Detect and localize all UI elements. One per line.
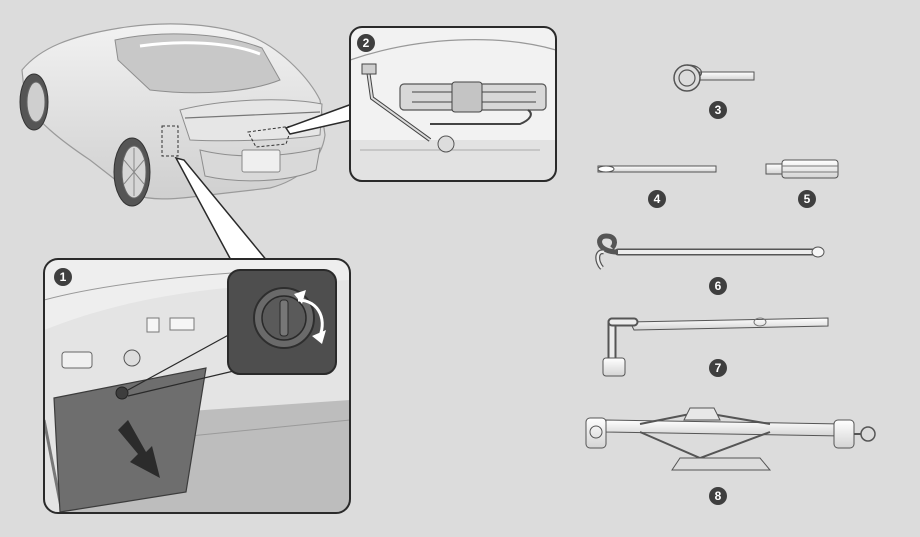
callout-7: 7 — [709, 359, 727, 377]
callout-1: 1 — [54, 268, 72, 286]
panel-1-trunk-cover — [43, 258, 351, 514]
scissor-jack-part — [585, 407, 876, 471]
handle-part — [765, 159, 839, 179]
hook-rod-part — [595, 233, 825, 270]
towing-eye-part — [673, 64, 755, 92]
car-illustration — [19, 23, 326, 207]
callout-4: 4 — [648, 190, 666, 208]
callout-6: 6 — [709, 277, 727, 295]
callout-3: 3 — [709, 101, 727, 119]
callout-5: 5 — [798, 190, 816, 208]
callout-8: 8 — [709, 487, 727, 505]
callout-2: 2 — [357, 34, 375, 52]
lug-wrench-part — [602, 317, 829, 377]
wheel-nut-wrench-rod-part — [597, 165, 717, 173]
panel-2-tool-tray — [349, 26, 557, 182]
